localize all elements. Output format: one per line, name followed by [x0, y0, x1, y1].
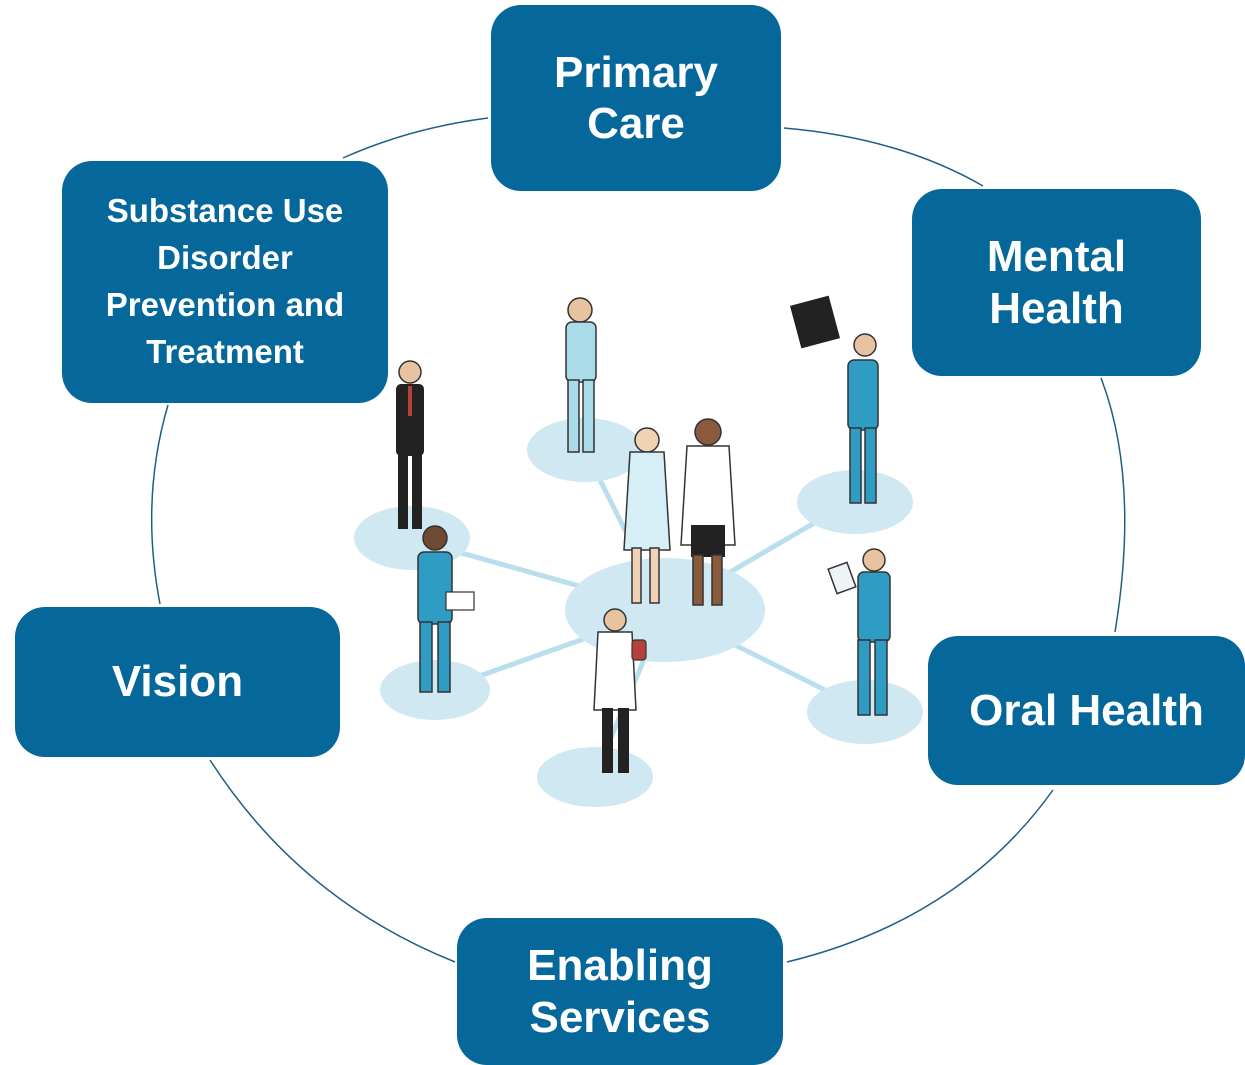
nurse-with-papers-figure — [417, 525, 475, 693]
service-label: Vision — [111, 657, 244, 707]
ring-arc-enabling-vision — [209, 759, 456, 963]
service-label: Oral Health — [969, 685, 1204, 735]
service-box-mental-health: Mental Health — [912, 189, 1201, 376]
patient-in-gown-figure — [623, 427, 671, 604]
ring-arc-substance-primary — [342, 117, 489, 159]
service-label: Mental Health — [986, 232, 1127, 333]
care-team-illustration — [354, 295, 923, 807]
service-box-primary-care: Primary Care — [491, 5, 781, 191]
administrator-in-suit-figure — [396, 360, 424, 529]
service-box-oral-health: Oral Health — [928, 636, 1245, 785]
service-label: Primary Care — [554, 47, 718, 148]
nurse-light-scrubs-figure — [565, 297, 597, 453]
service-box-enabling-services: Enabling Services — [457, 918, 783, 1065]
ring-arc-vision-substance — [150, 404, 169, 605]
platform-left-lower — [380, 660, 490, 720]
platform-bottom — [537, 747, 653, 807]
platform-center — [565, 558, 765, 662]
pharmacist-with-bottle-figure — [593, 608, 647, 773]
doctor-in-white-coat-figure — [680, 418, 736, 606]
ring-arc-primary-mental — [783, 127, 984, 187]
ring-arc-oral-enabling — [786, 789, 1054, 963]
service-label: Enabling Services — [527, 941, 713, 1042]
nurse-with-clipboard-figure — [827, 548, 891, 716]
ring-arc-mental-oral — [1100, 377, 1126, 633]
service-label: Substance Use Disorder Prevention and Tr… — [105, 192, 345, 370]
service-box-vision: Vision — [15, 607, 340, 757]
physician-holding-xray-figure — [789, 295, 879, 504]
service-box-substance-use: Substance Use Disorder Prevention and Tr… — [62, 161, 388, 403]
